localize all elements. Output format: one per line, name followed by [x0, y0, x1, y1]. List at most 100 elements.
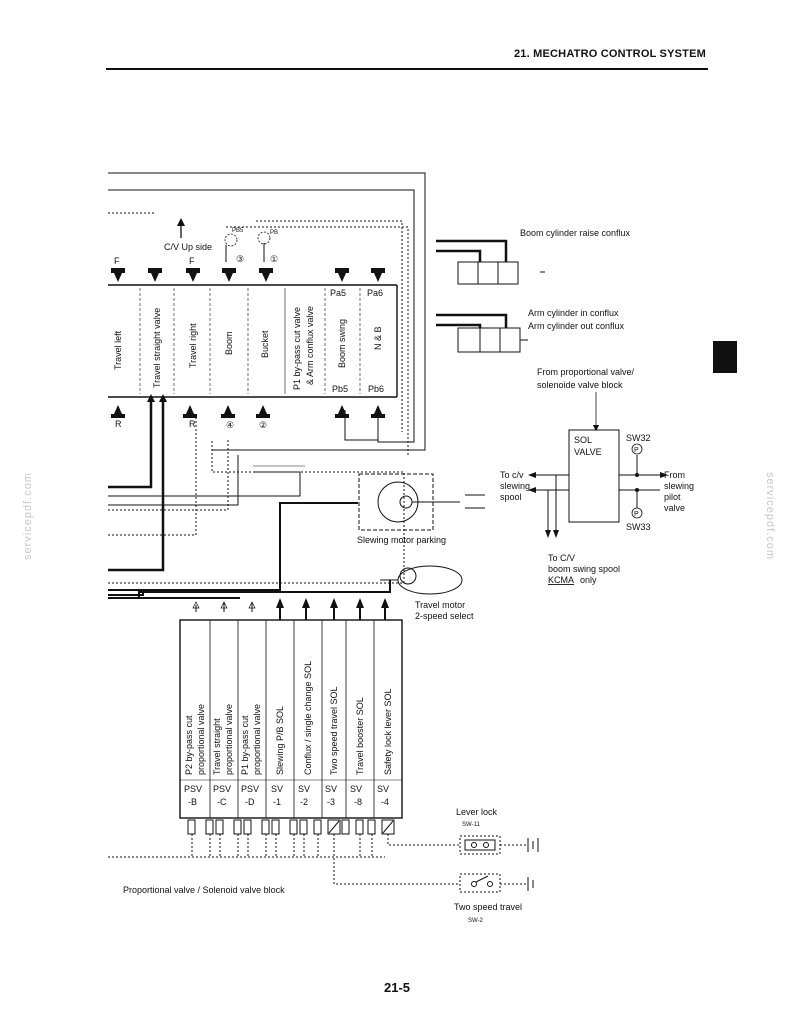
- travel-motor: [380, 565, 463, 595]
- valve-sv-3-code: -3: [327, 797, 335, 807]
- valve-psv-d-code: -D: [245, 797, 255, 807]
- two-speed-travel-label: Two speed travel: [454, 902, 522, 912]
- sw33-label: SW33: [626, 522, 651, 532]
- spool-n-and-b: N & B: [373, 326, 383, 350]
- port-r-right: R: [189, 419, 196, 429]
- spool-boom-swing: Boom swing: [337, 319, 347, 368]
- slewing-motor-parking: [358, 473, 485, 531]
- lever-lock-label: Lever lock: [456, 807, 498, 817]
- solenoid-valve-block: [179, 619, 403, 819]
- from-slewing-label-3: pilot: [664, 492, 681, 502]
- sensor-circle-1: [257, 231, 271, 245]
- valve-sv-1-code: -1: [273, 797, 281, 807]
- section-title: 21. MECHATRO CONTROL SYSTEM: [513, 48, 706, 60]
- cv-up-side-label: C/V Up side: [164, 242, 212, 252]
- pb-top-label: PB: [270, 230, 278, 236]
- from-slewing-label-1: From: [664, 470, 685, 480]
- to-cv-label-1: To c/v: [500, 470, 524, 480]
- valve-sv-3-type: SV: [325, 784, 337, 794]
- pressure-switch-p-32: P: [634, 447, 639, 454]
- pilot-lines-top: [108, 172, 426, 455]
- spool-travel-right: Travel right: [188, 323, 198, 368]
- from-slewing-label-2: slewing: [664, 481, 694, 491]
- spool-arm-conflux: & Arm conflux valve: [305, 306, 315, 385]
- top-port-markers: [111, 268, 385, 282]
- valve-psv-c-type: PSV: [213, 784, 231, 794]
- valve-psv-c-name: Travel straight: [212, 718, 222, 775]
- valve-psv-b-name2: proportional valve: [196, 704, 206, 775]
- pressure-switch-p-33: P: [634, 511, 639, 518]
- sol-valve: [536, 429, 660, 530]
- to-cv-label-3: spool: [500, 492, 522, 502]
- spool-travel-left: Travel left: [113, 330, 123, 370]
- sensor-circle-3: [224, 233, 238, 247]
- spool-bucket: Bucket: [260, 330, 270, 358]
- to-boom-label-4: only: [580, 575, 597, 585]
- sol-valve-label-1: SOL: [574, 435, 592, 445]
- valve-psv-c-name2: proportional valve: [224, 704, 234, 775]
- block-connectors: [187, 819, 395, 835]
- from-proportional-label-1: From proportional valve/: [537, 367, 635, 377]
- valve-psv-b-type: PSV: [184, 784, 202, 794]
- slewing-motor-parking-label: Slewing motor parking: [357, 535, 446, 545]
- pb5-top-label: PB5: [232, 228, 244, 234]
- spool-boom: Boom: [224, 331, 234, 355]
- valve-sv-1-name: Slewing P/B SOL: [275, 706, 285, 775]
- boom-conflux-valve: [436, 239, 545, 285]
- port-4: ④: [226, 420, 234, 430]
- port-f-right: F: [189, 256, 195, 266]
- valve-psv-c-code: -C: [217, 797, 227, 807]
- valve-psv-b-code: -B: [188, 797, 197, 807]
- lever-lock-switch: [459, 835, 539, 855]
- valve-sv-8-type: SV: [350, 784, 362, 794]
- port-pb5: Pb5: [332, 384, 348, 394]
- boom-raise-conflux-label: Boom cylinder raise conflux: [520, 228, 631, 238]
- two-speed-sw-label: SW-2: [468, 918, 484, 924]
- bottom-port-markers: [111, 405, 385, 418]
- valve-block-label: Proportional valve / Solenoid valve bloc…: [123, 885, 285, 895]
- arm-in-conflux-label: Arm cylinder in conflux: [528, 308, 619, 318]
- header-rule: [106, 68, 708, 70]
- arm-conflux-valve: [436, 313, 528, 353]
- travel-straight-lines: [108, 398, 165, 572]
- pilot-port-1-label: ①: [270, 254, 278, 264]
- port-pa5: Pa5: [330, 288, 346, 298]
- valve-sv-2-code: -2: [300, 797, 308, 807]
- travel-motor-label-2: 2-speed select: [415, 611, 474, 621]
- arm-out-conflux-label: Arm cylinder out conflux: [528, 321, 625, 331]
- sol-valve-label-2: VALVE: [574, 447, 602, 457]
- to-boom-label-3: KCMA: [548, 575, 574, 585]
- port-r-left: R: [115, 419, 122, 429]
- valve-psv-d-type: PSV: [241, 784, 259, 794]
- valve-sv-4-code: -4: [381, 797, 389, 807]
- spool-travel-straight: Travel straight valve: [152, 308, 162, 388]
- valve-psv-d-name: P1 by-pass cut: [240, 715, 250, 775]
- page-number: 21-5: [383, 980, 411, 995]
- valve-sv-2-name: Conflux / single change SOL: [303, 661, 313, 775]
- port-pa6: Pa6: [367, 288, 383, 298]
- pilot-port-3-label: ③: [236, 254, 244, 264]
- lever-lock-sw-label: SW-11: [462, 822, 480, 828]
- to-boom-label-2: boom swing spool: [548, 564, 620, 574]
- spool-p1-bypass: P1 by-pass cut valve: [292, 307, 302, 390]
- port-pb6: Pb6: [368, 384, 384, 394]
- to-boom-label-1: To C/V: [548, 553, 575, 563]
- cv-up-arrow: [177, 218, 185, 238]
- port-2: ②: [259, 420, 267, 430]
- from-proportional-label-2: solenoide valve block: [537, 380, 623, 390]
- valve-sv-4-type: SV: [377, 784, 389, 794]
- port-f-left: F: [114, 256, 120, 266]
- valve-sv-8-code: -8: [354, 797, 362, 807]
- to-cv-label-2: slewing: [500, 481, 530, 491]
- electrical-wiring: [108, 834, 528, 885]
- sw32-label: SW32: [626, 433, 651, 443]
- travel-motor-label-1: Travel motor: [415, 600, 465, 610]
- main-pilot-lines: [108, 415, 405, 599]
- from-slewing-label-4: valve: [664, 503, 685, 513]
- valve-sv-3-name: Two speed travel SOL: [329, 686, 339, 775]
- valve-sv-2-type: SV: [298, 784, 310, 794]
- valve-sv-1-type: SV: [271, 784, 283, 794]
- valve-psv-b-name: P2 by-pass cut: [184, 715, 194, 775]
